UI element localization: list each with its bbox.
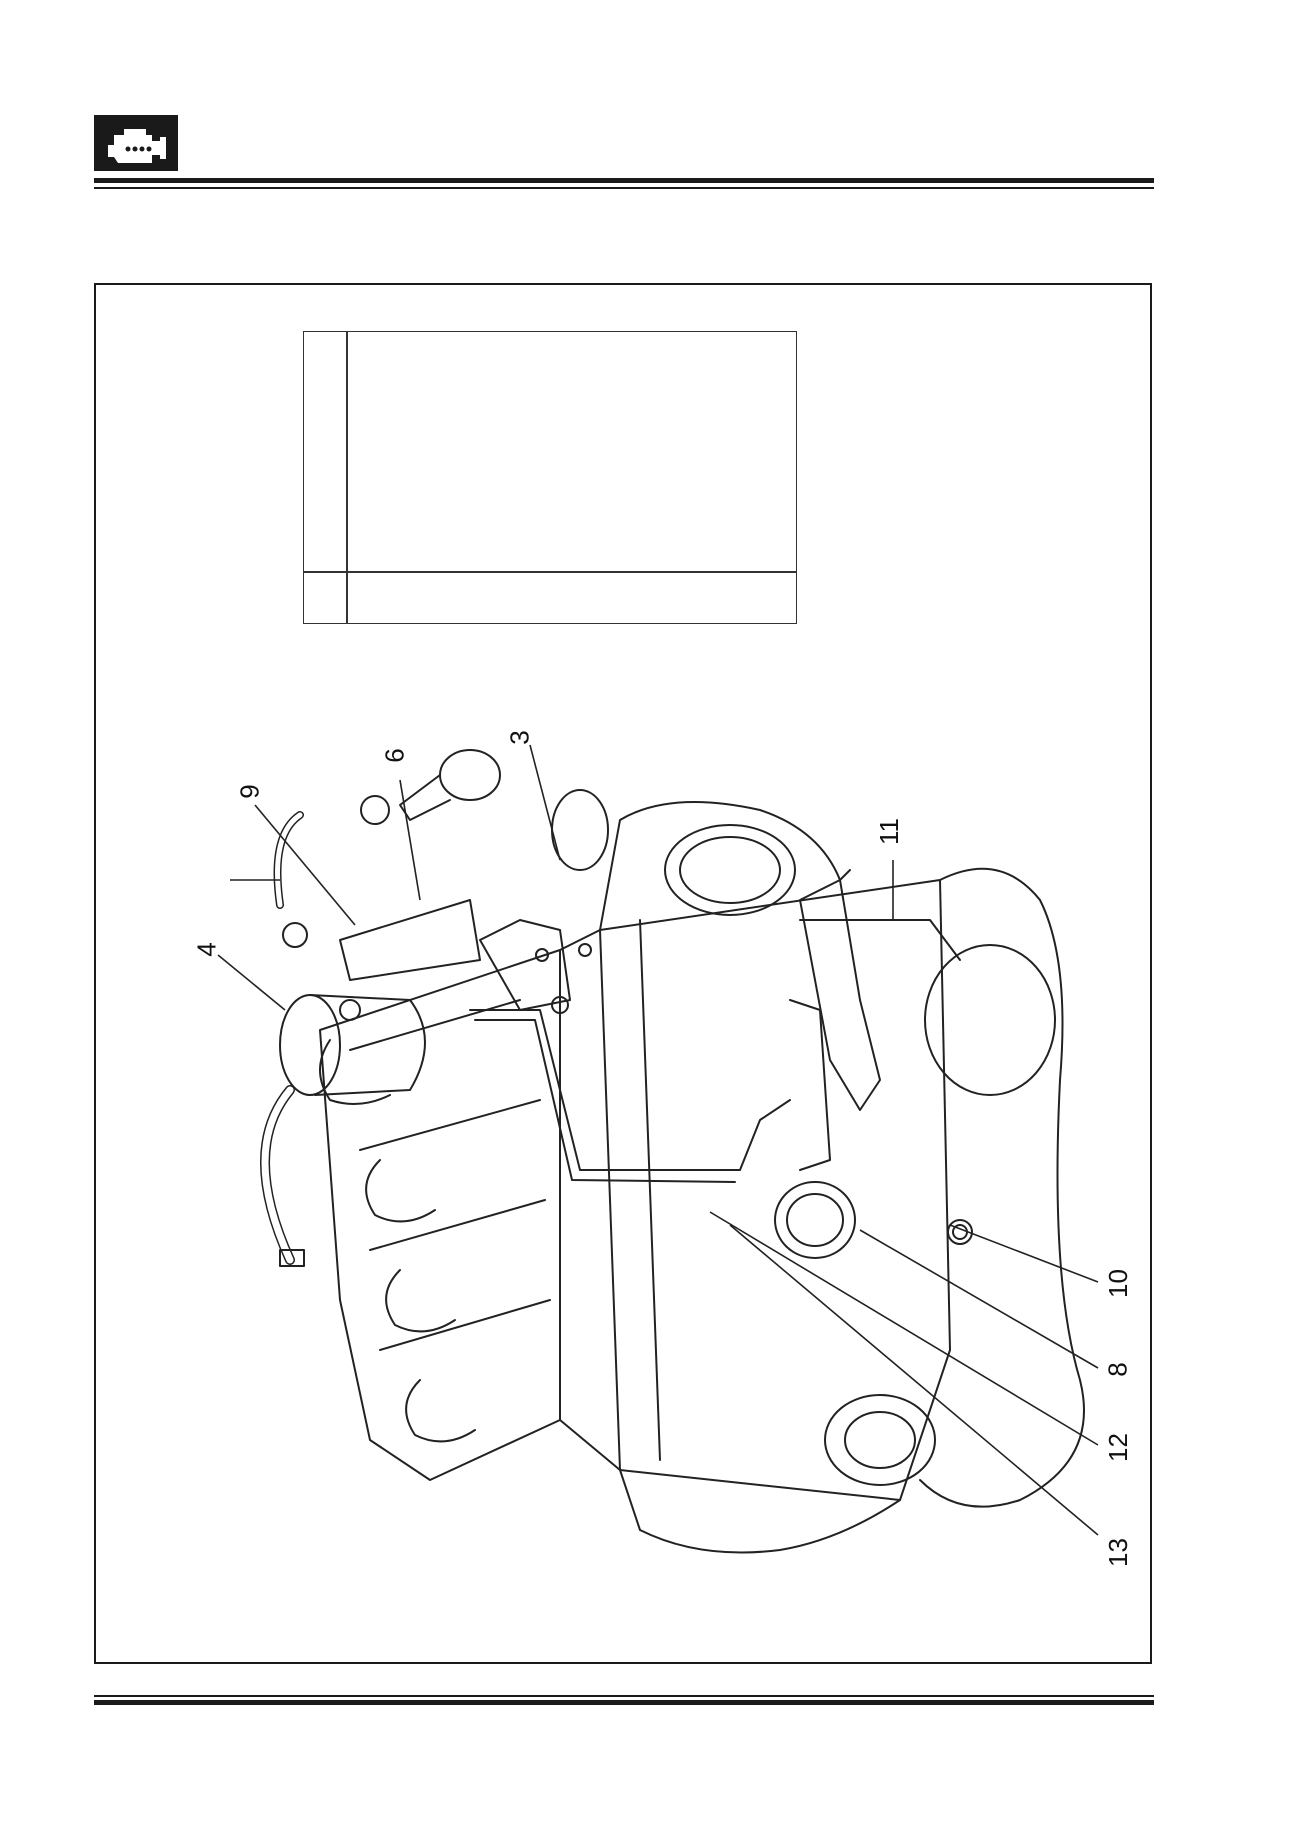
leader-line-9 [254, 804, 356, 926]
figure-frame [94, 283, 1152, 1664]
legend-table-column-divider [346, 332, 348, 623]
footer-rule-thin [94, 1695, 1154, 1697]
callout-6: 6 [379, 748, 410, 763]
callout-3: 3 [504, 730, 535, 745]
header-rule-thick [94, 178, 1154, 183]
leader-line-3 [529, 744, 561, 861]
callout-12: 12 [1102, 1433, 1133, 1462]
leader-line-13 [729, 1224, 1099, 1536]
legend-table [303, 331, 797, 624]
callout-13: 13 [1102, 1538, 1133, 1567]
leader-line-4 [217, 954, 286, 1011]
header-rule-thin [94, 187, 1154, 189]
footer-rule-thick [94, 1700, 1154, 1705]
callout-11: 11 [874, 818, 904, 845]
leader-line-6 [399, 779, 421, 901]
callout-9: 9 [234, 784, 265, 799]
leader-line-10 [949, 1224, 1099, 1283]
callout-4: 4 [191, 942, 222, 957]
engine-icon [94, 115, 178, 171]
leader-line-12 [709, 1211, 1099, 1446]
legend-table-row-divider [304, 571, 796, 573]
callout-10: 10 [1102, 1269, 1133, 1298]
leader-line-8 [859, 1229, 1099, 1369]
callout-8: 8 [1102, 1362, 1133, 1377]
